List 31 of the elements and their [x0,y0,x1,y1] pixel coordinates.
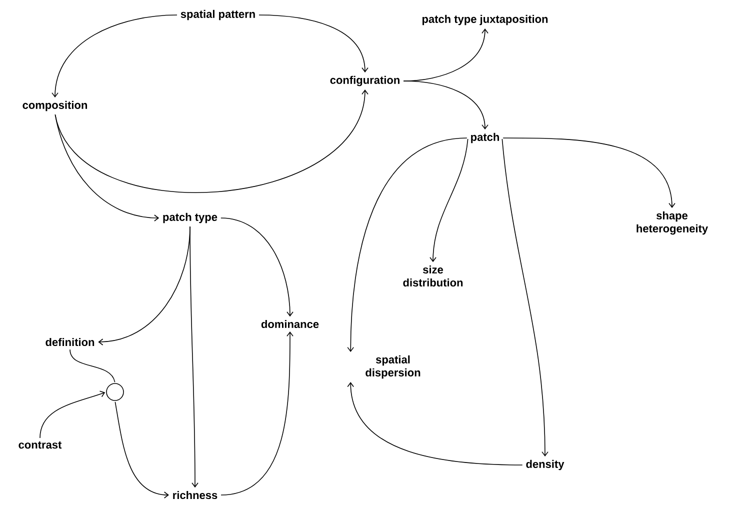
concept-label: richness [173,490,218,500]
concept-label: configuration [330,76,400,86]
concept-label: dominance [261,320,319,328]
arrow [347,138,468,352]
arrow [190,226,198,488]
connector-line [70,349,116,383]
arrow [258,14,368,72]
arrow [430,138,468,262]
concept-label: patch type juxtaposition [422,14,548,26]
arrow [114,402,169,498]
concept-label: density [526,460,564,470]
arrow [52,14,178,98]
concept-label: patch type [163,212,218,224]
concept-label: patch [471,132,499,144]
concept-label: shape heterogeneity [636,211,708,235]
concept-label: size distribution [403,265,463,287]
arrow [502,138,676,208]
arrow [40,390,106,438]
arrow [54,114,160,222]
arrow [220,218,294,317]
concept-label: spatial pattern [180,10,255,20]
concept-label: definition [46,338,94,346]
arrow [347,382,523,466]
arrow [403,80,488,130]
concept-label: composition [22,100,88,112]
concept-label: contrast [18,441,62,449]
concept-label: spatial dispersion [366,355,420,379]
arrow [502,138,548,456]
arrow [220,331,294,496]
junction-circle [106,383,124,401]
arrow [54,90,368,193]
